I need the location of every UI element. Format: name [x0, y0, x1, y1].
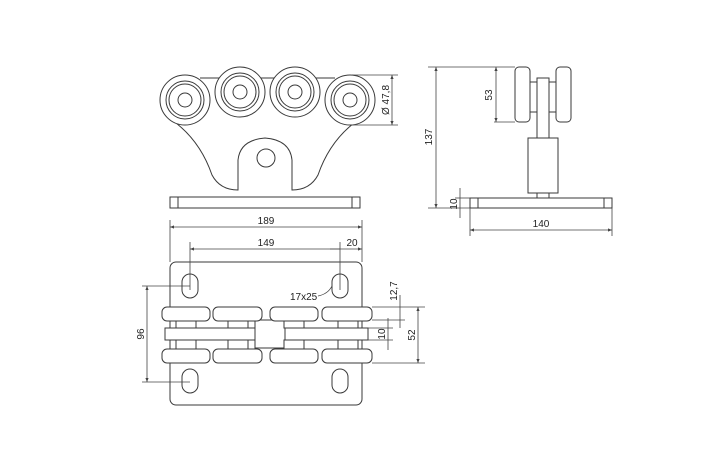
base-plate-front — [169, 196, 361, 209]
roller-width-label: 12,7 — [389, 281, 400, 301]
roller-diameter-label: Ø 47,8 — [381, 85, 392, 115]
front-rollers — [159, 66, 376, 126]
roller — [214, 66, 266, 118]
top-view: 189 149 20 17x25 96 12,7 10 52 — [136, 216, 425, 406]
plate-depth-label: 140 — [533, 219, 550, 230]
plate-thickness-label: 10 — [449, 198, 460, 210]
plate-length-label: 189 — [258, 216, 275, 227]
vertical-hole-spacing-label: 96 — [136, 328, 147, 340]
carriage-body — [171, 119, 359, 191]
total-height-label: 137 — [424, 128, 435, 145]
side-roller — [514, 66, 531, 123]
front-view: Ø 47,8 — [159, 66, 398, 209]
side-roller — [555, 66, 572, 123]
roller — [159, 74, 211, 126]
roller — [324, 74, 376, 126]
hole-offset-label: 20 — [346, 238, 358, 249]
base-plate-side — [469, 197, 613, 209]
roller-height-label: 53 — [484, 89, 495, 101]
roller — [269, 66, 321, 118]
pivot-pin — [256, 148, 276, 168]
slot-size-label: 17x25 — [290, 292, 318, 303]
roller-span-label: 52 — [407, 329, 418, 341]
bar-thickness-label: 10 — [377, 328, 388, 340]
slot — [181, 368, 199, 394]
hole-spacing-label: 149 — [258, 238, 275, 249]
top-rollers — [161, 306, 373, 364]
side-view: 137 53 10 140 — [424, 66, 613, 236]
slot — [331, 368, 349, 394]
